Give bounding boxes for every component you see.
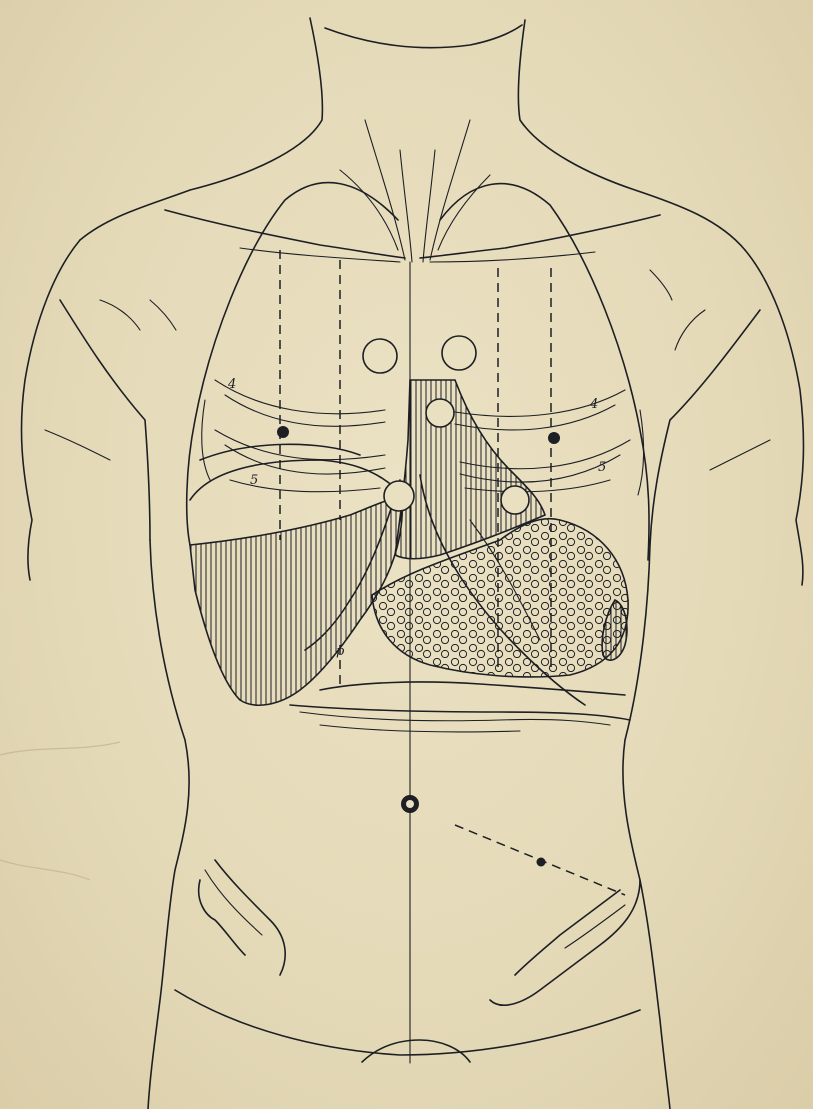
body-outline bbox=[21, 18, 803, 1109]
right-flank bbox=[623, 545, 670, 1109]
clavicles bbox=[165, 210, 660, 262]
node-lower-left bbox=[501, 486, 529, 514]
nipple-left bbox=[548, 432, 560, 444]
left-deltoid bbox=[100, 300, 140, 330]
transverse-colon bbox=[290, 682, 630, 732]
point-p-label: p bbox=[336, 644, 345, 659]
rib-5-right-label: 5 bbox=[250, 473, 258, 488]
intestine-coils bbox=[199, 860, 640, 1005]
nipple-right bbox=[277, 426, 289, 438]
right-armpit bbox=[650, 310, 760, 545]
left-deltoid-mark bbox=[150, 300, 176, 330]
neck-left bbox=[80, 18, 322, 240]
node-mid bbox=[426, 399, 454, 427]
left-shoulder-arm bbox=[21, 240, 80, 580]
pubic-arc bbox=[362, 1040, 470, 1062]
left-armpit bbox=[60, 300, 150, 540]
umbilicus-center bbox=[406, 800, 414, 808]
right-deltoid-mark bbox=[650, 270, 672, 300]
node-upper-right bbox=[363, 339, 397, 373]
right-arm-crease bbox=[710, 440, 770, 470]
paper-fold-mark bbox=[0, 742, 120, 755]
liver-region bbox=[190, 495, 402, 705]
diaphragm-right bbox=[190, 460, 395, 500]
paper-fold-mark bbox=[0, 860, 90, 880]
rib-5-left-label: 5 bbox=[598, 460, 606, 475]
point-mcburney bbox=[537, 858, 546, 867]
rib-4-left-label: 4 bbox=[589, 397, 598, 412]
right-shoulder-arm bbox=[745, 250, 803, 585]
left-arm-crease bbox=[45, 430, 110, 460]
pelvis-curve bbox=[175, 990, 640, 1055]
neck-right bbox=[518, 20, 745, 250]
node-upper-left bbox=[442, 336, 476, 370]
neck-top bbox=[325, 25, 522, 48]
right-deltoid bbox=[675, 310, 705, 350]
rib-4-right-label: 4 bbox=[227, 377, 236, 392]
left-flank bbox=[148, 540, 189, 1109]
node-lower-right bbox=[384, 481, 414, 511]
